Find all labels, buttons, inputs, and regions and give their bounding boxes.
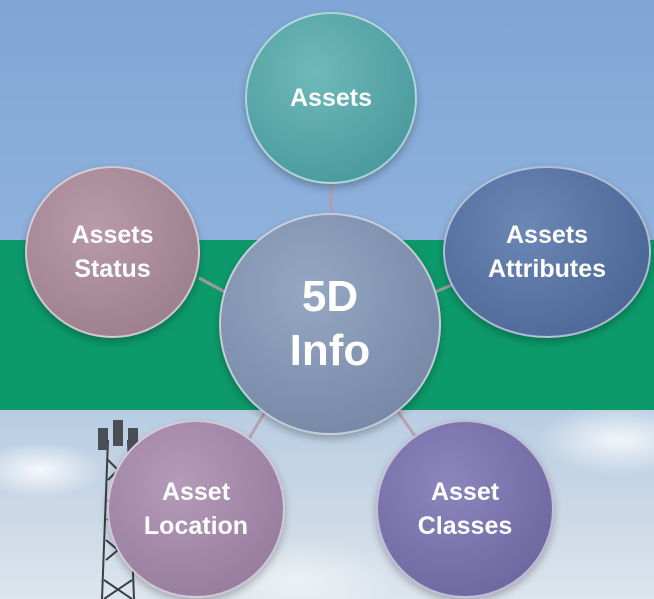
assets-status-node: Assets Status (25, 166, 200, 338)
center-label: 5D Info (289, 272, 371, 375)
asset-location-label: Asset Location (143, 478, 249, 540)
assets-attributes-node: Assets Attributes (443, 166, 651, 338)
connector-status (198, 276, 226, 294)
assets-node: Assets (245, 12, 417, 184)
assets-label: Assets (290, 84, 372, 112)
assets-attributes-label: Assets Attributes (487, 221, 607, 283)
assets-status-label: Assets Status (71, 221, 154, 283)
asset-location-node: Asset Location (107, 420, 285, 598)
center-node-5d-info: 5D Info (219, 213, 441, 435)
asset-classes-label: Asset Classes (417, 478, 513, 540)
connector-attributes (434, 283, 453, 294)
asset-classes-node: Asset Classes (376, 420, 554, 598)
